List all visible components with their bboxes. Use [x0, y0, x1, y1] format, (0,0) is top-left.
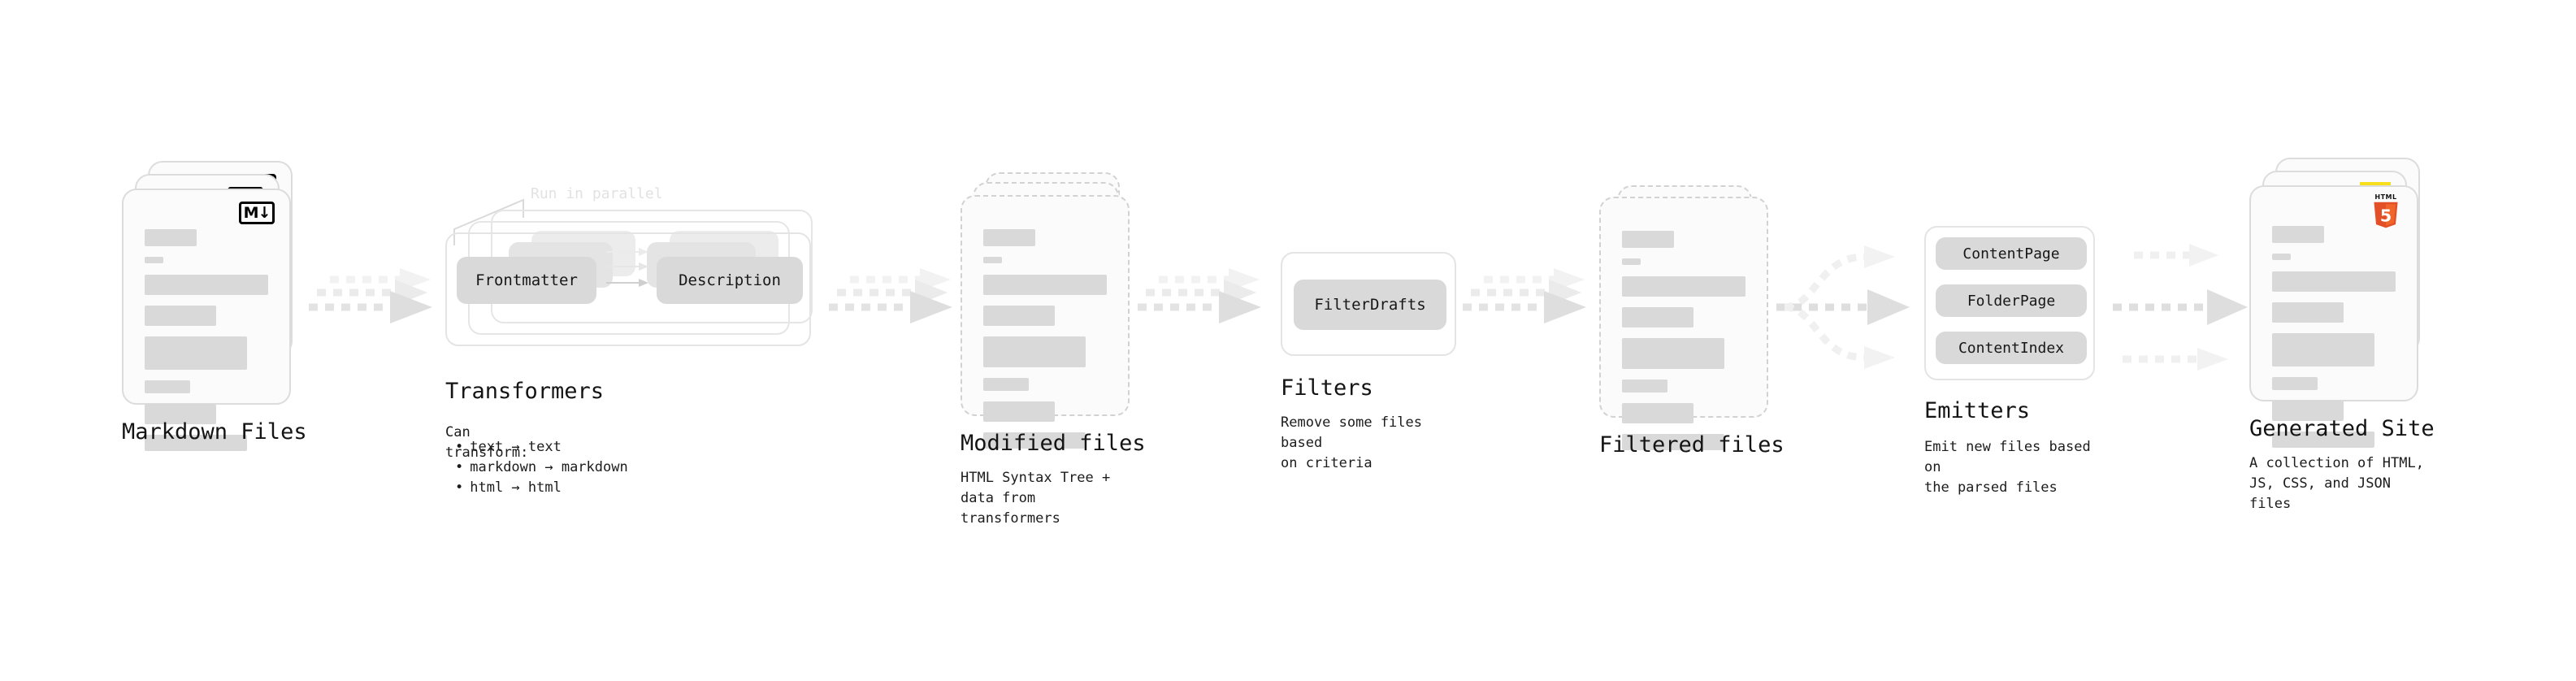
modified-sheet-front	[961, 195, 1130, 449]
skeleton-line	[1622, 380, 1668, 393]
stage-emitters: ContentPage FolderPage ContentIndex Emit…	[1924, 226, 2095, 496]
skeleton-line	[983, 229, 1035, 246]
generated-site-caption: Generated Site	[2249, 416, 2435, 441]
filters-caption: Filters	[1281, 375, 1373, 401]
generated-sheet-front: HTML 5	[2249, 185, 2418, 448]
transformers-capability-list: text → text markdown → markdown html → h…	[455, 437, 628, 498]
dashed-arrow-icon	[1138, 268, 1261, 323]
skeleton-line	[983, 275, 1107, 295]
skeleton-line	[1622, 258, 1641, 265]
modified-files-subcaption: HTML Syntax Tree + data from transformer…	[961, 470, 1111, 527]
chip-folderpage[interactable]: FolderPage	[1936, 284, 2087, 317]
filtered-file-stack	[1599, 185, 1774, 450]
modified-files-caption: Modified files	[961, 431, 1146, 456]
skeleton-line	[2272, 302, 2344, 323]
emitters-group[interactable]: ContentPage FolderPage ContentIndex	[1924, 226, 2095, 380]
skeleton-line	[2272, 226, 2324, 243]
transformer-card-stack: Frontmatter Description Frontmatter Desc…	[445, 210, 827, 346]
filters-subcaption: Remove some files based on criteria	[1281, 414, 1422, 471]
skeleton-line	[983, 378, 1030, 391]
connector-filters-to-filtered	[1463, 268, 1609, 345]
markdown-icon: M↓	[239, 202, 275, 224]
generated-sheet-content	[2272, 226, 2396, 458]
run-in-parallel-label: Run in parallel	[531, 185, 663, 202]
skeleton-line	[145, 435, 248, 451]
filtered-sheet-content	[1622, 231, 1746, 461]
connector-modified-to-filters	[1138, 268, 1284, 345]
html5-shield-icon: 5	[2374, 202, 2398, 228]
skeleton-line	[1622, 307, 1694, 327]
stage-filters: FilterDrafts Filters Remove some files b…	[1281, 252, 1456, 471]
skeleton-line	[2272, 401, 2344, 421]
generated-site-subcaption: A collection of HTML, JS, CSS, and JSON …	[2249, 455, 2424, 512]
chip-frontmatter[interactable]: Frontmatter	[457, 257, 596, 304]
stage-filtered-files: Filtered files	[1599, 185, 1785, 458]
skeleton-line	[2272, 377, 2318, 390]
connector-transformers-to-modified	[829, 268, 975, 345]
dashed-fan-arrow-icon	[1776, 245, 1910, 369]
list-item: html → html	[455, 478, 628, 498]
skeleton-line	[983, 432, 1086, 449]
skeleton-line	[145, 380, 191, 393]
markdown-file-stack: M↓ M↓ M↓	[122, 161, 297, 451]
dashed-arrow-icon	[309, 268, 432, 323]
stage-modified-files: Modified files HTML Syntax Tree + data f…	[961, 172, 1146, 527]
dashed-arrow-icon	[1463, 268, 1586, 323]
skeleton-line	[145, 404, 217, 424]
filters-group[interactable]: FilterDrafts	[1281, 252, 1456, 356]
transformers-caption: Transformers	[445, 379, 605, 404]
transform-arrow-icon	[606, 248, 648, 287]
skeleton-line	[983, 306, 1056, 326]
emitters-subcaption: Emit new files based on the parsed files	[1924, 439, 2091, 496]
html5-icon: HTML 5	[2368, 193, 2404, 231]
skeleton-line	[983, 401, 1056, 422]
svg-text:5: 5	[2380, 206, 2392, 226]
generated-site-stack: CSS HTML 5	[2249, 158, 2428, 448]
markdown-files-caption: Markdown Files	[122, 419, 307, 445]
transformer-card-front[interactable]: Frontmatter Description	[445, 232, 811, 346]
skeleton-line	[2272, 333, 2375, 367]
skeleton-line	[145, 257, 163, 263]
html5-label: HTML	[2374, 193, 2397, 201]
list-item: markdown → markdown	[455, 458, 627, 478]
skeleton-line	[983, 257, 1002, 263]
modified-file-stack	[961, 172, 1135, 449]
skeleton-line	[145, 275, 268, 295]
markdown-sheet-content	[145, 229, 268, 462]
list-item: text → text	[455, 437, 628, 458]
skeleton-line	[1622, 434, 1725, 450]
skeleton-line	[2272, 254, 2291, 260]
skeleton-line	[1622, 276, 1746, 297]
stage-generated-site: CSS HTML 5	[2249, 158, 2435, 512]
chip-filterdrafts[interactable]: FilterDrafts	[1294, 280, 1446, 330]
filtered-files-caption: Filtered files	[1599, 432, 1785, 458]
chip-contentpage[interactable]: ContentPage	[1936, 237, 2087, 270]
connector-markdown-to-transformers	[309, 268, 455, 345]
stage-markdown-files: M↓ M↓ M↓ Markdown Files	[122, 161, 307, 451]
skeleton-line	[1622, 403, 1694, 423]
skeleton-line	[145, 306, 217, 326]
emitters-caption: Emitters	[1924, 398, 2031, 423]
filtered-sheet-front	[1599, 197, 1768, 450]
dashed-arrow-icon	[829, 268, 952, 323]
skeleton-line	[145, 229, 197, 246]
chip-description[interactable]: Description	[657, 257, 803, 304]
skeleton-line	[1622, 338, 1725, 369]
skeleton-line	[1622, 231, 1674, 248]
chip-contentindex[interactable]: ContentIndex	[1936, 332, 2087, 364]
connector-filtered-to-emitters	[1776, 234, 1923, 384]
skeleton-line	[2272, 271, 2396, 292]
skeleton-line	[145, 336, 248, 370]
dashed-arrow-icon	[2113, 244, 2248, 371]
connector-emitters-to-generated	[2105, 234, 2259, 384]
skeleton-line	[983, 336, 1086, 367]
modified-sheet-content	[983, 229, 1107, 459]
markdown-sheet-front: M↓	[122, 189, 291, 451]
skeleton-line	[2272, 432, 2375, 448]
